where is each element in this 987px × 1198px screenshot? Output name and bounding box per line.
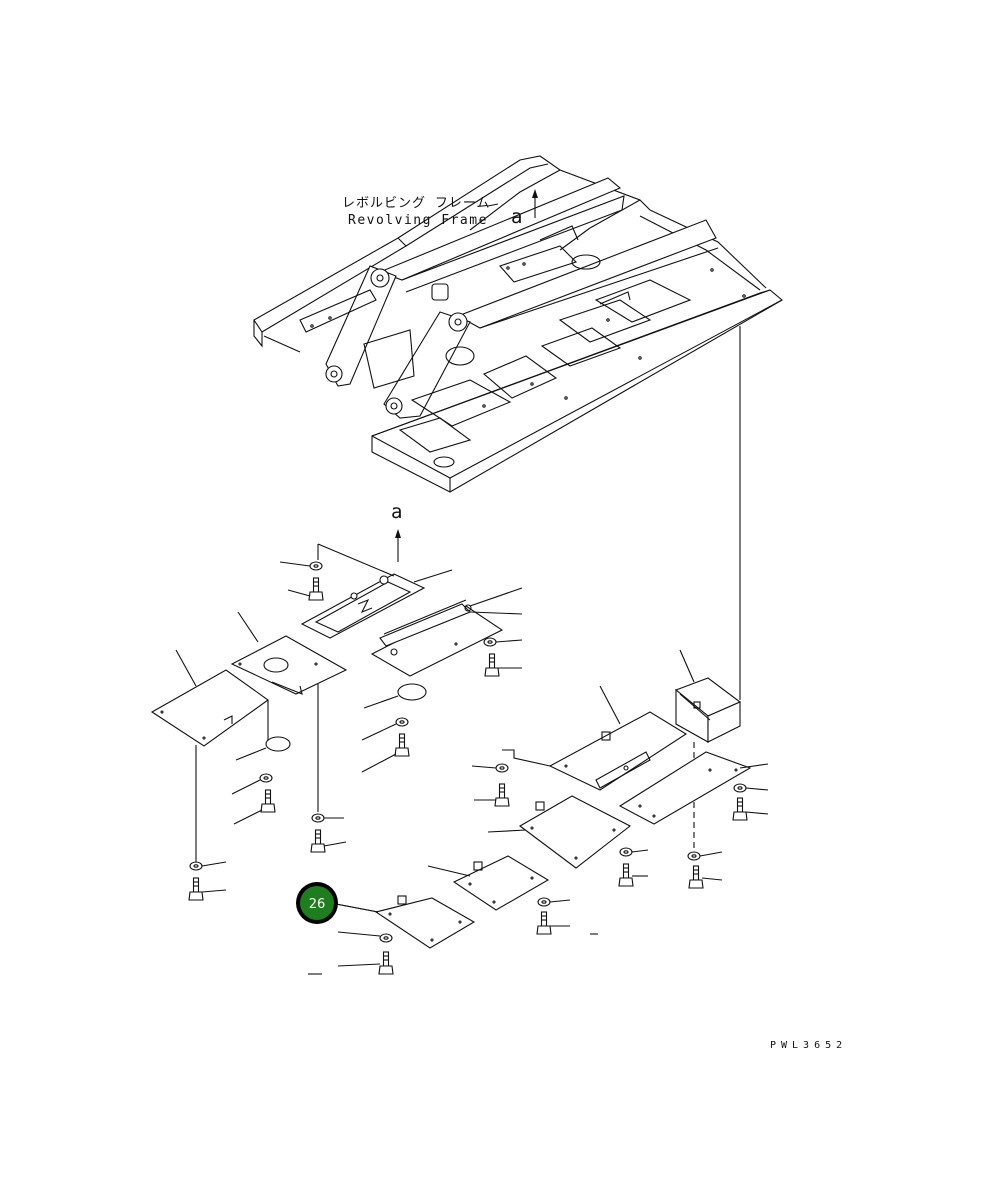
bolt-icon bbox=[287, 577, 324, 601]
frame-label-en: Revolving Frame bbox=[348, 213, 488, 228]
access-cover-top bbox=[300, 543, 453, 639]
washer-icon bbox=[483, 637, 523, 647]
washer-icon bbox=[471, 763, 509, 773]
view-marker-top: a bbox=[511, 189, 538, 228]
cover-plate-left bbox=[150, 649, 269, 862]
access-cover-hinged bbox=[370, 587, 523, 677]
bolt-icon bbox=[484, 653, 522, 677]
washer-icon bbox=[733, 783, 769, 793]
tool-box bbox=[674, 649, 742, 852]
washer-icon bbox=[537, 897, 571, 907]
arrow-up-icon bbox=[395, 529, 401, 538]
bolt-icon bbox=[536, 911, 570, 935]
drawing-code: PWL3652 bbox=[770, 1040, 847, 1051]
part-callout-26[interactable]: 26 bbox=[296, 882, 379, 924]
washer-icon bbox=[687, 851, 723, 861]
svg-text:a: a bbox=[511, 206, 522, 228]
cover-plate-center bbox=[230, 611, 348, 812]
washer-icon bbox=[337, 931, 393, 943]
washer-icon bbox=[619, 847, 649, 857]
under-cover-mid bbox=[487, 795, 632, 869]
svg-text:a: a bbox=[391, 501, 402, 523]
callout-number: 26 bbox=[309, 897, 326, 912]
box-base-plate bbox=[618, 751, 769, 825]
round-plug-left bbox=[235, 736, 291, 761]
bolt-icon bbox=[337, 951, 394, 975]
bolt-icon bbox=[618, 863, 648, 887]
bolt-icon bbox=[732, 797, 769, 821]
washer-icon bbox=[279, 561, 323, 571]
bolt-icon bbox=[310, 829, 347, 853]
washer-icon bbox=[311, 813, 344, 823]
bolt-icon bbox=[233, 789, 276, 825]
bolt-icon bbox=[361, 733, 410, 773]
cover-plate-right bbox=[502, 685, 688, 791]
washer-icon bbox=[231, 773, 273, 795]
under-cover-front bbox=[335, 895, 476, 949]
revolving-frame bbox=[253, 155, 783, 493]
round-plug bbox=[363, 683, 427, 709]
under-cover-small bbox=[427, 855, 550, 911]
hardware-set bbox=[188, 561, 769, 975]
bolt-icon bbox=[188, 877, 227, 901]
washer-icon bbox=[189, 861, 227, 871]
view-marker-bottom: a bbox=[391, 501, 402, 562]
washer-icon bbox=[361, 717, 409, 741]
frame-label-jp: レボルビング フレーム bbox=[342, 196, 490, 211]
bolt-icon bbox=[474, 783, 510, 807]
bolt-icon bbox=[688, 865, 723, 889]
arrow-up-icon bbox=[532, 189, 538, 198]
